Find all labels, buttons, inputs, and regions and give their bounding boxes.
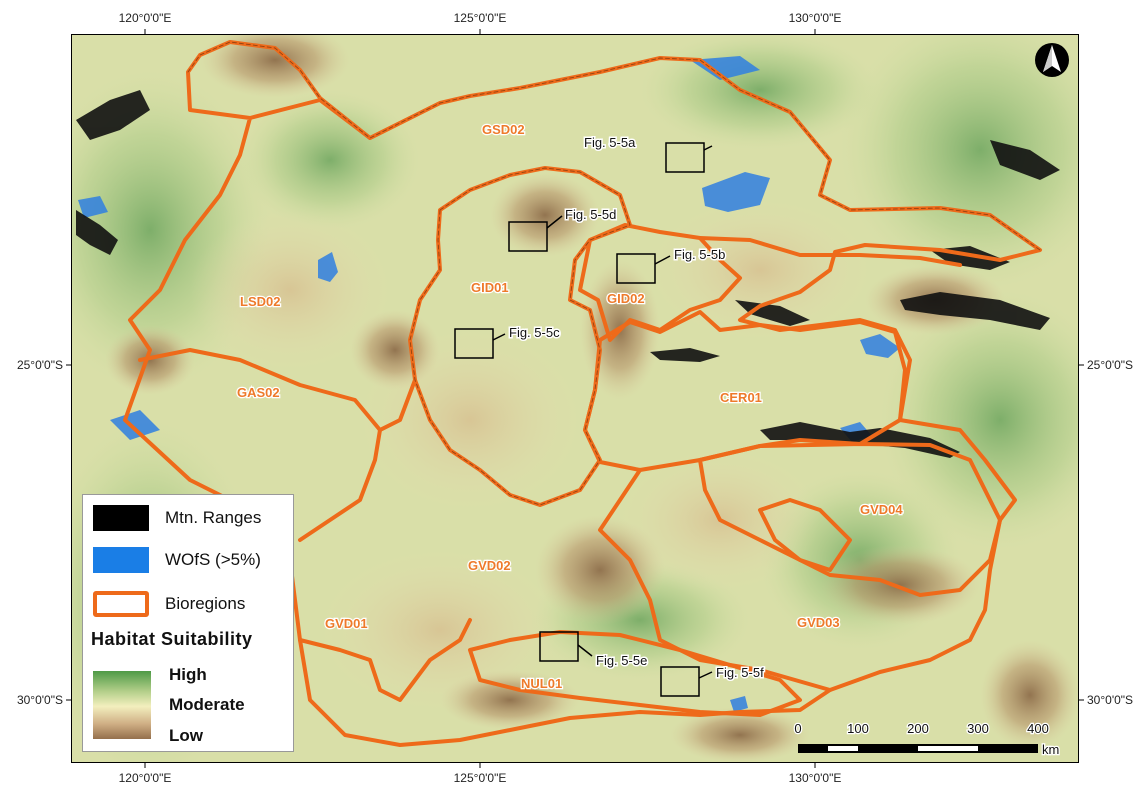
graticule-label-left: 30°0'0"S [17,693,63,707]
bioregion-label: GID02 [607,291,645,306]
bioregion-label: GVD01 [325,616,368,631]
graticule-label-left: 25°0'0"S [17,358,63,372]
callout-leader [698,671,713,679]
figure-callout-labels: Fig. 5-5a Fig. 5-5d Fig. 5-5b Fig. 5-5c … [508,134,766,682]
callout-box-5-5c [454,328,494,359]
bioregion-cer-wedge [698,236,962,267]
scale-tick-label: 300 [967,721,989,736]
graticule-label-bottom: 125°0'0"E [454,771,507,785]
graticule-label-right: 25°0'0"S [1087,358,1133,372]
bioregion-divider-gvd01 [298,428,382,542]
scale-tick-label: 400 [1027,721,1049,736]
callout-box-5-5b [616,253,656,284]
scale-bar: 0 100 200 300 400 km [793,720,1060,759]
bioregion-gvd04-inner [758,498,852,572]
callout-leader [546,215,563,229]
callout-label: Fig. 5-5f [716,665,764,680]
legend-habitat-moderate: Moderate [169,695,245,714]
callout-leader [577,644,593,657]
legend-habitat-color-ramp [93,671,151,739]
callout-label: Fig. 5-5a [584,135,636,150]
legend-label: WOfS (>5%) [165,550,261,569]
figure-callouts [454,142,713,697]
callout-label: Fig. 5-5b [674,247,725,262]
legend-habitat-low: Low [169,726,203,745]
scale-tick-label: 0 [794,721,801,736]
bioregion-cer01 [583,310,907,472]
bioregion-label: GVD04 [860,502,903,517]
graticule-label-top: 125°0'0"E [454,11,507,25]
bioregion-labels: GSD02 GID01 GID02 LSD02 GAS02 CER01 GVD0… [236,121,905,693]
bioregion-label: GVD02 [468,558,511,573]
legend-item-water: WOfS (>5%) [93,547,261,573]
bioregion-label: GAS02 [237,385,280,400]
callout-leader [654,255,671,265]
callout-box-5-5e [539,631,579,662]
graticule-label-top: 120°0'0"E [119,11,172,25]
callout-box-5-5d [508,221,548,252]
callout-label: Fig. 5-5e [596,653,647,668]
map-legend: Mtn. Ranges WOfS (>5%) Bioregions Habita… [82,494,294,752]
bioregion-label: GID01 [471,280,509,295]
bioregion-label: CER01 [720,390,762,405]
callout-label: Fig. 5-5c [509,325,560,340]
graticule-labels: 120°0'0"E 125°0'0"E 130°0'0"E 120°0'0"E … [17,11,1133,785]
legend-label: Mtn. Ranges [165,508,262,527]
graticule-label-bottom: 130°0'0"E [789,771,842,785]
callout-box-5-5f [660,666,700,697]
callout-leader [492,333,506,341]
bioregion-label: LSD02 [240,294,280,309]
graticule-label-bottom: 120°0'0"E [119,771,172,785]
bioregion-label: GSD02 [482,122,525,137]
scale-tick-label: 200 [907,721,929,736]
callout-leader [703,145,713,151]
legend-swatch [93,547,149,573]
bioregion-gvd04 [698,442,1002,597]
legend-item-mountains: Mtn. Ranges [93,505,261,531]
bioregion-gid02 [578,223,742,342]
graticule [66,29,1084,768]
legend-habitat-high: High [169,665,207,684]
legend-swatch [93,591,149,617]
scale-tick-label: 100 [847,721,869,736]
bioregion-nul01 [468,630,802,717]
callout-box-5-5a [665,142,705,173]
graticule-label-top: 130°0'0"E [789,11,842,25]
bioregion-label: NUL01 [521,676,562,691]
north-arrow-icon [1035,43,1069,77]
bioregion-divider-gvd01b [298,618,472,702]
legend-item-bioregions: Bioregions [93,591,245,617]
surface-water-layer [78,56,900,712]
bioregion-divider-gas [138,348,417,432]
scale-unit: km [1042,742,1059,757]
callout-label: Fig. 5-5d [565,207,616,222]
legend-label: Bioregions [165,594,246,613]
graticule-label-right: 30°0'0"S [1087,693,1133,707]
legend-swatch [93,505,149,531]
bioregion-label: GVD03 [797,615,840,630]
legend-habitat-title: Habitat Suitability [91,629,253,649]
